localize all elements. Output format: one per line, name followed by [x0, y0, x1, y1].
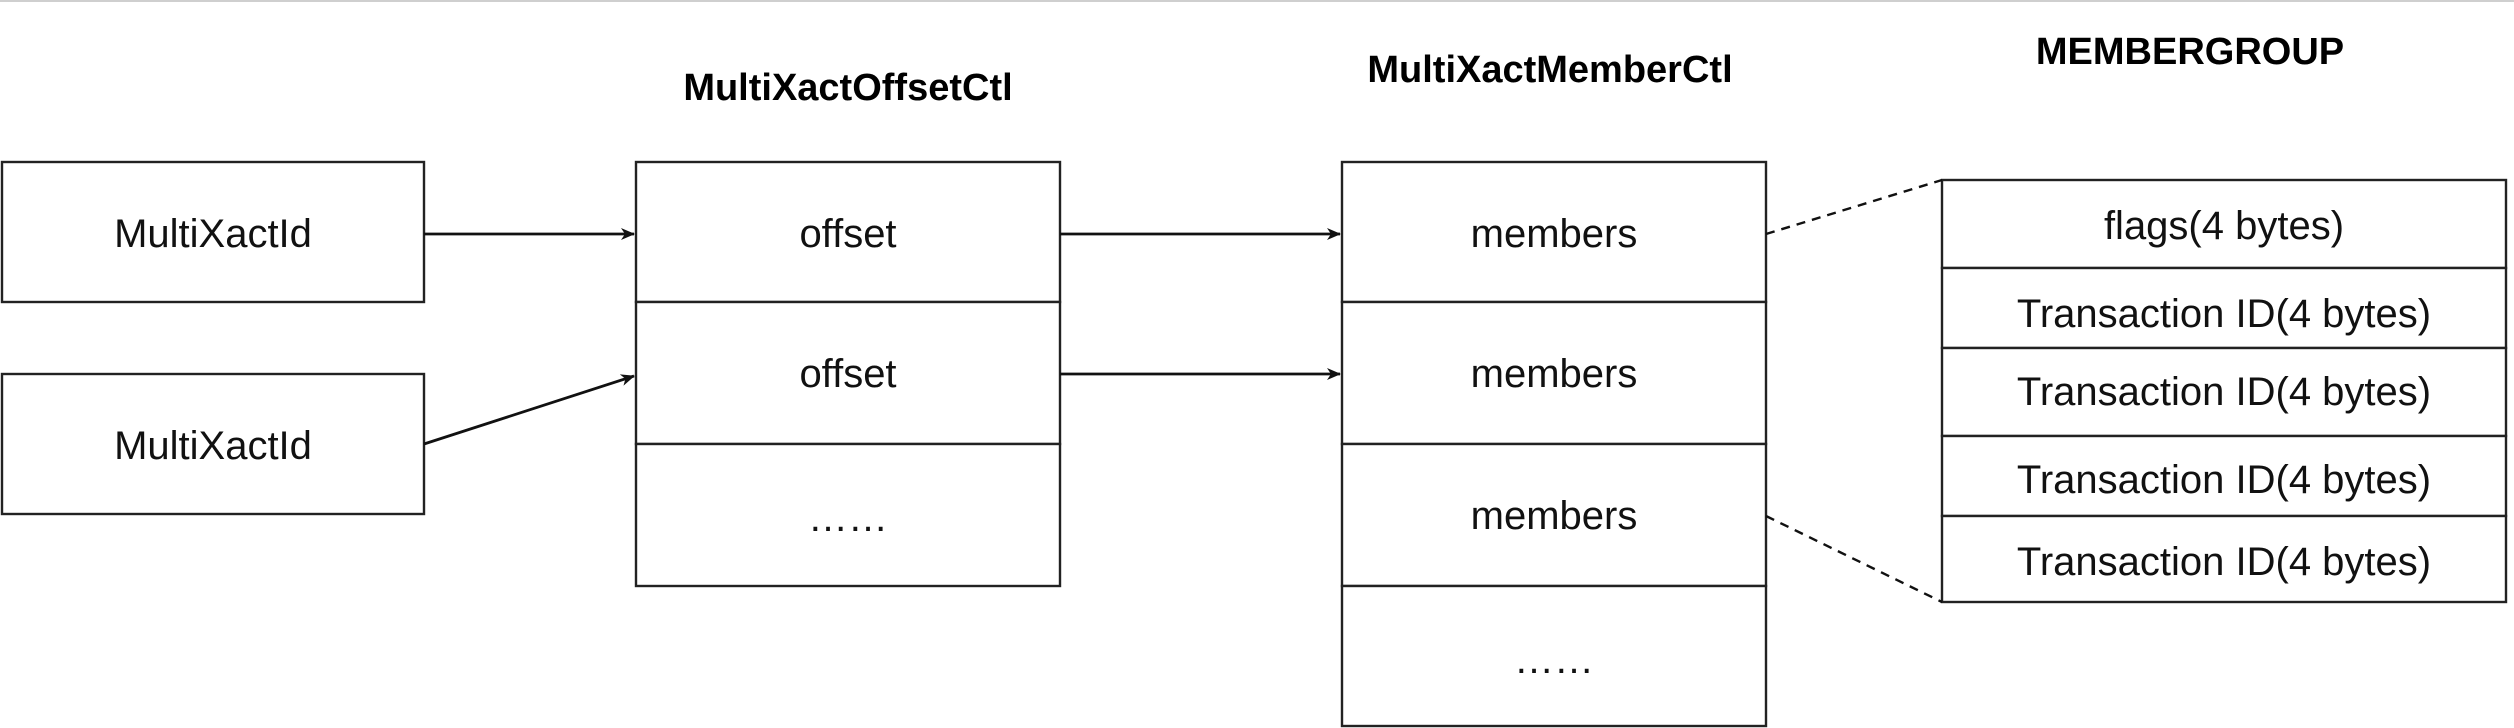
heading-member-ctl: MultiXactMemberCtl — [1367, 49, 1732, 91]
member-group-cell-label: Transaction ID(4 bytes) — [2017, 292, 2431, 336]
offset-cell-label: offset — [799, 352, 896, 396]
members-cell-label: members — [1471, 494, 1638, 538]
member-group-cell — [1940, 178, 2508, 270]
member-group-cell-label: Transaction ID(4 bytes) — [2017, 540, 2431, 584]
member-group-cell — [1940, 514, 2508, 604]
members-cell-label: …… — [1514, 638, 1594, 682]
members-cell — [1340, 584, 1768, 728]
dashed-expansion-line — [1765, 514, 1943, 604]
multixact-id-label: MultiXactId — [114, 212, 312, 256]
arrow-id-to-offset — [423, 374, 635, 446]
heading-offset-ctl: MultiXactOffsetCtl — [683, 67, 1012, 109]
members-cell — [1340, 160, 1768, 304]
member-group-column: flags(4 bytes) Transaction ID(4 bytes) T… — [1940, 178, 2508, 604]
offset-ctl-column: offset offset …… — [634, 160, 1062, 588]
offset-cell-label: …… — [808, 496, 888, 540]
member-group-cell-label: Transaction ID(4 bytes) — [2017, 458, 2431, 502]
members-cell-label: members — [1471, 212, 1638, 256]
member-group-cell — [1940, 434, 2508, 518]
member-group-cell-label: Transaction ID(4 bytes) — [2017, 370, 2431, 414]
offset-cell-label: offset — [799, 212, 896, 256]
member-ctl-column: members members members …… — [1340, 160, 1768, 728]
member-group-cell — [1940, 346, 2508, 438]
multixact-id-label: MultiXactId — [114, 424, 312, 468]
multixact-id-box: MultiXactId — [0, 372, 426, 516]
multixact-id-box: MultiXactId — [0, 160, 426, 304]
member-group-cell — [1940, 266, 2508, 350]
offset-cell — [634, 442, 1062, 588]
members-cell — [1340, 300, 1768, 446]
members-cell-label: members — [1471, 352, 1638, 396]
members-cell — [1340, 442, 1768, 588]
heading-member-group: MEMBERGROUP — [2036, 31, 2344, 73]
dashed-expansion-line — [1765, 178, 1943, 236]
member-group-cell-label: flags(4 bytes) — [2104, 204, 2344, 248]
